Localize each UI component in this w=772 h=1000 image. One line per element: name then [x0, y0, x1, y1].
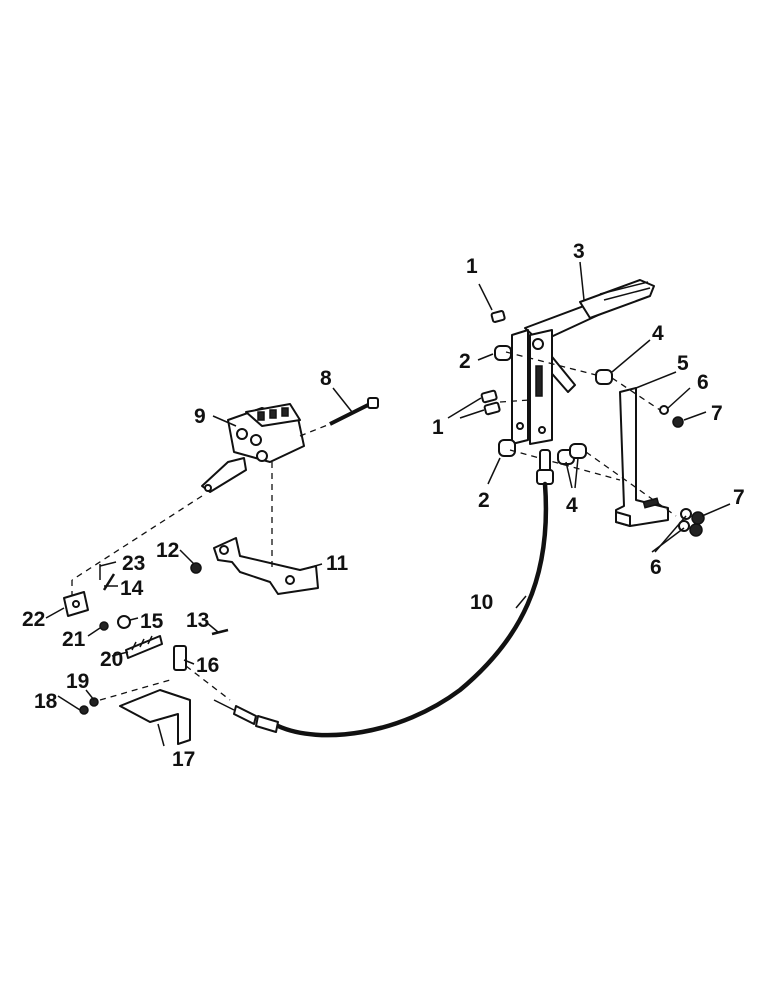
callout-21: 21	[62, 628, 86, 651]
callout-22: 22	[22, 608, 45, 631]
callout-1: 1	[466, 255, 478, 278]
callout-20: 20	[100, 648, 123, 671]
leader-lines	[45, 261, 731, 747]
callout-6: 6	[697, 371, 709, 394]
callout-2: 2	[478, 489, 490, 512]
callout-4: 4	[566, 494, 578, 517]
callout-10: 10	[470, 591, 493, 614]
callout-19: 19	[66, 670, 89, 693]
callout-13: 13	[186, 609, 209, 632]
callout-5: 5	[677, 352, 689, 375]
valve-bracket	[190, 462, 319, 595]
callout-1: 1	[432, 416, 444, 439]
valve-assembly	[201, 403, 305, 493]
lever-bracket	[615, 387, 669, 527]
callout-14: 14	[120, 577, 144, 600]
callout-7: 7	[733, 486, 745, 509]
callout-7: 7	[711, 402, 723, 425]
callout-17: 17	[172, 748, 195, 771]
control-cable	[213, 449, 554, 738]
callout-23: 23	[122, 552, 145, 575]
lever-side-plates	[511, 329, 553, 445]
callout-labels: 1 1 2 2 3 4 4 5 6 6 7 7 8 9 10 11 12 13 …	[22, 240, 745, 771]
lever-dashed-guides	[499, 351, 677, 517]
callout-8: 8	[320, 367, 332, 390]
callout-18: 18	[34, 690, 58, 713]
callout-2: 2	[459, 350, 471, 373]
lever-fasteners	[480, 310, 705, 537]
callout-3: 3	[573, 240, 585, 263]
callout-9: 9	[194, 405, 206, 428]
valve-bolt	[299, 397, 379, 437]
cable-bracket	[79, 665, 231, 745]
callout-6: 6	[650, 556, 662, 579]
callout-16: 16	[196, 654, 219, 677]
callout-15: 15	[140, 610, 164, 633]
linkage-parts	[63, 495, 229, 671]
callout-11: 11	[326, 552, 349, 575]
callout-4: 4	[652, 322, 664, 345]
callout-12: 12	[156, 539, 179, 562]
